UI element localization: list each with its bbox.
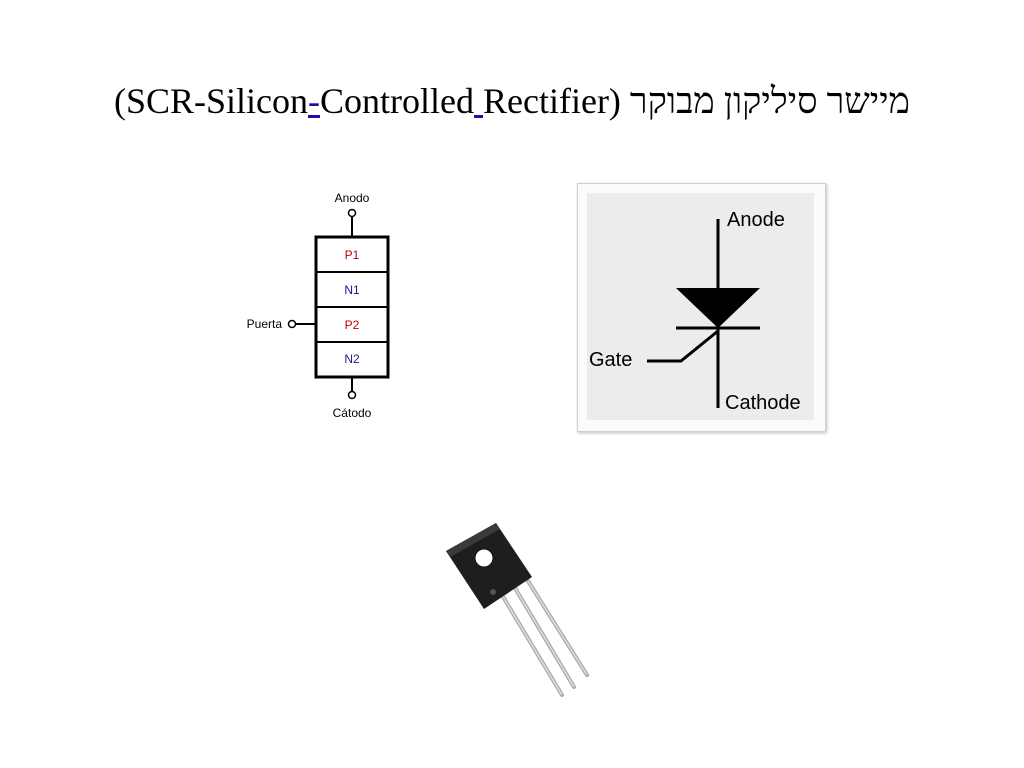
device-lead-2-highlight <box>514 587 575 688</box>
mounting-hole-icon <box>474 548 494 568</box>
layer-n2-label: N2 <box>344 352 360 366</box>
device-lead-1-highlight <box>501 594 563 696</box>
layer-n1-label: N1 <box>344 283 360 297</box>
anode-terminal <box>347 208 357 218</box>
layer-p2-label: P2 <box>345 318 360 332</box>
title-hebrew: מיישר סיליקון מבוקר <box>629 81 911 121</box>
gate-terminal <box>287 319 297 329</box>
anode-label: Anodo <box>335 191 370 205</box>
device-marking-dot <box>490 589 496 595</box>
title-english-part-1: (SCR-Silicon <box>113 81 309 121</box>
title-space-link[interactable] <box>474 81 483 121</box>
device-package-svg <box>446 523 589 697</box>
pnpn-layer-svg: Anodo P1 N1 P2 N2 Puerta Cátodo <box>247 191 390 420</box>
device-body-edge <box>446 523 500 557</box>
scr-device-image <box>440 515 605 705</box>
cathode-terminal <box>347 390 357 400</box>
thyristor-triangle-icon <box>676 288 760 328</box>
title-english-part-3: Rectifier) <box>483 81 621 121</box>
gate-lead-line <box>647 329 719 363</box>
title-hyphen-link[interactable]: - <box>308 81 321 121</box>
layer-p1-label: P1 <box>345 248 360 262</box>
cathode-label: Cátodo <box>333 406 372 420</box>
symbol-gate-label: Gate <box>589 349 632 371</box>
device-lead-3-highlight <box>527 580 588 676</box>
scr-symbol-svg: Anode Gate Cathode <box>589 209 801 414</box>
symbol-cathode-label: Cathode <box>725 392 801 414</box>
symbol-anode-label: Anode <box>727 209 785 231</box>
slide-title: (SCR-Silicon-Controlled Rectifier) מיישר… <box>40 80 984 122</box>
pnpn-layer-diagram: Anodo P1 N1 P2 N2 Puerta Cátodo <box>230 185 400 430</box>
title-english-part-2: Controlled <box>320 81 474 121</box>
scr-symbol-diagram: Anode Gate Cathode <box>577 183 826 432</box>
gate-label: Puerta <box>247 317 283 331</box>
